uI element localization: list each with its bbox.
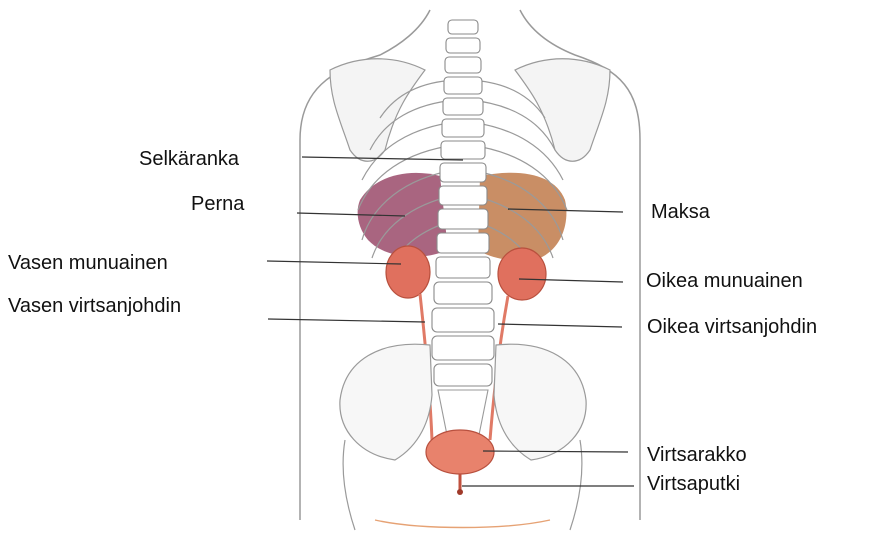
- spine: [432, 20, 494, 386]
- label-spine: Selkäranka: [139, 149, 239, 169]
- left-femur: [343, 440, 355, 530]
- right-femur: [570, 440, 582, 530]
- label-liver: Maksa: [651, 202, 710, 222]
- label-left-kidney: Vasen munuainen: [8, 253, 168, 273]
- right-kidney: [498, 248, 546, 300]
- left-kidney: [386, 246, 430, 298]
- label-bladder: Virtsarakko: [647, 445, 747, 465]
- label-right-ureter: Oikea virtsanjohdin: [647, 317, 817, 337]
- label-left-ureter: Vasen virtsanjohdin: [8, 296, 181, 316]
- hip-line: [375, 520, 550, 528]
- label-right-kidney: Oikea munuainen: [646, 271, 803, 291]
- right-shoulder-blade: [515, 59, 610, 162]
- left-pelvis: [340, 344, 432, 460]
- bladder: [426, 430, 494, 474]
- left-shoulder-blade: [330, 59, 425, 162]
- label-urethra: Virtsaputki: [647, 474, 740, 494]
- label-spleen: Perna: [191, 194, 244, 214]
- right-pelvis: [494, 344, 586, 460]
